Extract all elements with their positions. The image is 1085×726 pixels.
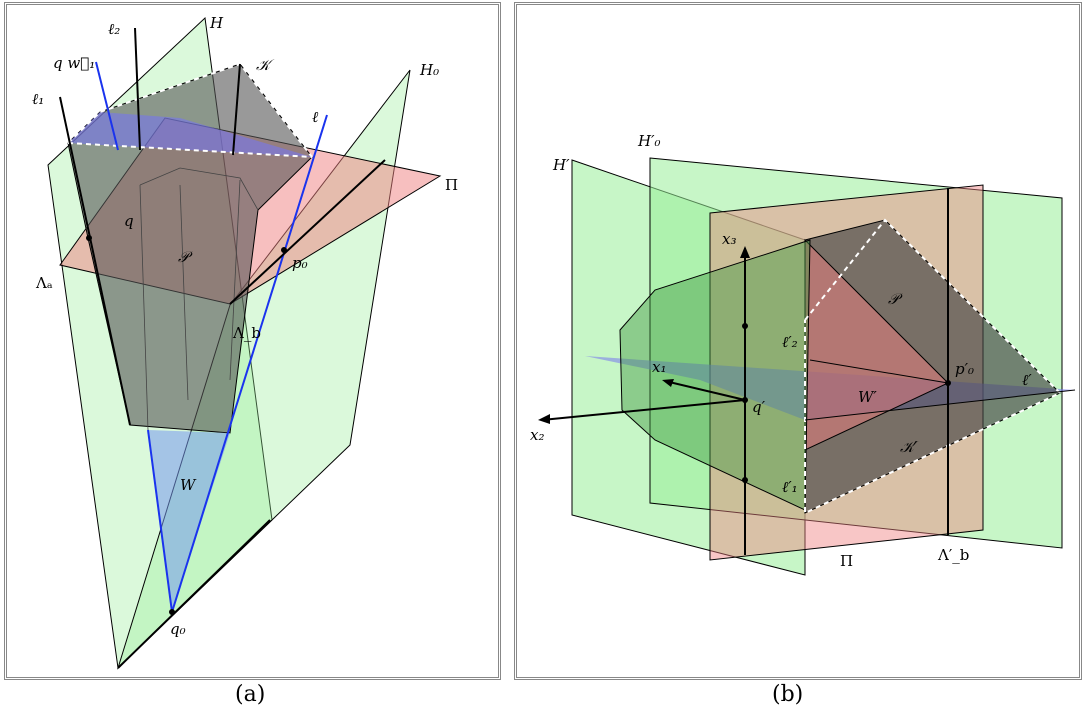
label-l1: ℓ₁ [32, 90, 44, 108]
label-p0p: p′₀ [955, 360, 974, 378]
label-l2p: ℓ′₂ [782, 333, 798, 351]
label-Hp: H′ [552, 156, 570, 174]
label-x3: x₃ [722, 230, 736, 248]
caption-a: (a) [235, 682, 266, 707]
label-Lambda-bp: Λ′_b [937, 546, 969, 564]
label-Pi-b: Π [840, 552, 853, 570]
panel-b-drawing: H′₀ H′ x₃ 𝒫 ℓ′₂ p′₀ ℓ′ x₁ W′ q′ x₂ 𝒦′ ℓ′… [530, 132, 1076, 576]
point-p0p [945, 380, 951, 386]
top-dashed-outline-2 [67, 142, 313, 158]
blue-plane-top [68, 112, 312, 157]
line-qw1 [95, 61, 119, 151]
label-Lambda-a: Λₐ [35, 274, 53, 292]
label-qw1: q w⃗₁ [53, 54, 95, 72]
label-l2: ℓ₂ [108, 20, 120, 38]
label-H: H [209, 14, 224, 32]
label-q: q [124, 212, 134, 230]
line-Lambda-b [229, 159, 386, 305]
label-p0: p₀ [292, 254, 308, 272]
point-qp [742, 397, 748, 403]
point-p0 [281, 247, 287, 253]
Kp-dashed-outline [804, 218, 1062, 515]
label-H0p: H′₀ [637, 132, 661, 150]
label-Wp: W′ [858, 388, 877, 406]
line-l [171, 114, 328, 613]
label-Lambda-b: Λ_b [232, 324, 261, 342]
panel-a-drawing: ℓ₂ H q w⃗₁ 𝒦 H₀ ℓ₁ ℓ Π q 𝒫 p₀ Λₐ Λ_b W q… [32, 14, 458, 670]
label-K: 𝒦 [256, 56, 275, 74]
label-x2: x₂ [530, 426, 544, 444]
wedge-W [148, 430, 230, 612]
point-q0 [169, 609, 175, 615]
label-x1: x₁ [652, 358, 666, 376]
label-W: W [180, 476, 197, 494]
label-H0: H₀ [419, 61, 439, 79]
top-dashed-outline [67, 62, 313, 158]
label-Kp: 𝒦′ [900, 438, 919, 456]
label-qp: q′ [752, 398, 766, 416]
caption-b: (b) [772, 682, 804, 707]
point-q [86, 235, 92, 241]
line-l1 [59, 96, 131, 426]
line-K-edge [232, 63, 241, 156]
label-q0: q₀ [170, 620, 186, 638]
line-lp [804, 389, 1076, 421]
axis-x1 [664, 380, 746, 401]
label-lp: ℓ′ [1022, 371, 1032, 389]
label-l1p: ℓ′₁ [782, 478, 798, 496]
axis-x2 [541, 399, 746, 421]
label-Pi: Π [445, 176, 458, 194]
label-l: ℓ [312, 108, 318, 126]
line-l2 [134, 27, 141, 151]
